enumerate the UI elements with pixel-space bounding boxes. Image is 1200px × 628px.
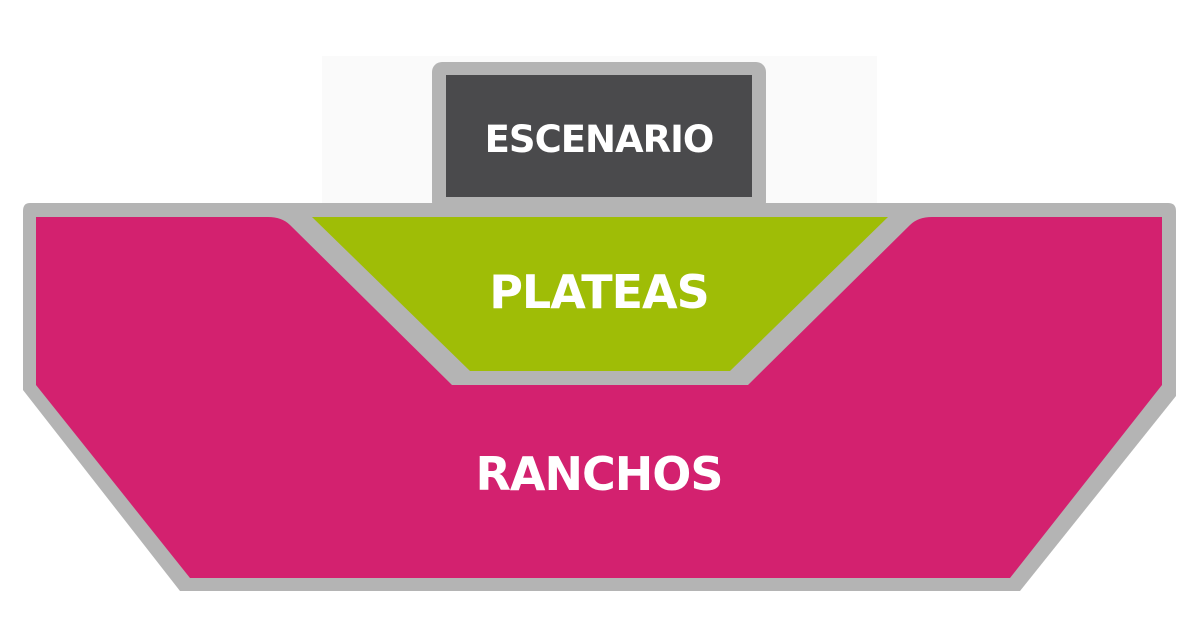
- escenario-shape: [446, 75, 752, 197]
- plateas-shape: [312, 217, 888, 371]
- ranchos-shape: [36, 217, 1162, 578]
- escenario-label: ESCENARIO: [485, 118, 714, 161]
- plateas-label: PLATEAS: [489, 265, 709, 319]
- zone-escenario[interactable]: ESCENARIO: [432, 62, 766, 212]
- zone-plateas[interactable]: PLATEAS: [312, 217, 888, 371]
- zone-ranchos[interactable]: RANCHOS: [36, 217, 1162, 578]
- ranchos-label: RANCHOS: [475, 447, 722, 501]
